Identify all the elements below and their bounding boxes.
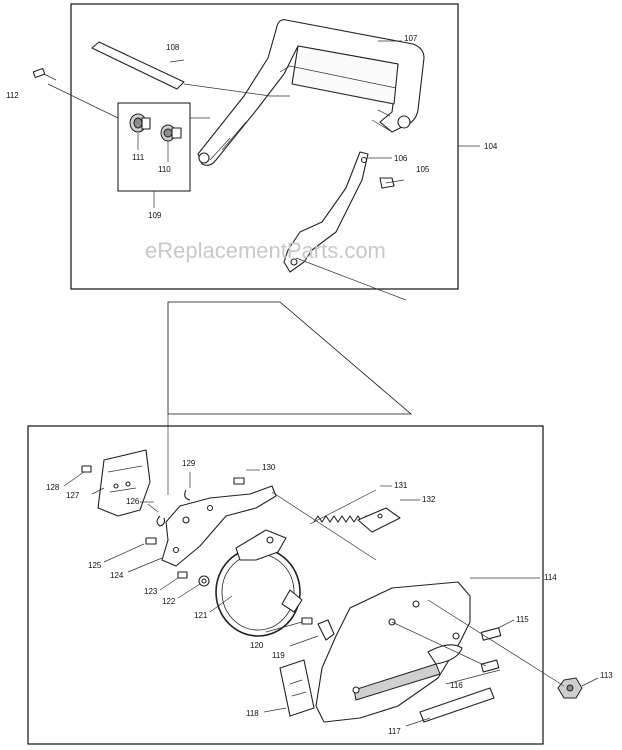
part-107-front-handle xyxy=(197,19,425,166)
part-121-brake-band xyxy=(215,529,303,637)
top-assembly-frame xyxy=(70,3,459,290)
part-119-adjuster xyxy=(317,619,335,641)
callout-128: 128 xyxy=(46,483,60,492)
callout-117: 117 xyxy=(388,727,401,736)
callout-129: 129 xyxy=(182,459,196,468)
callout-114: 114 xyxy=(544,573,557,582)
part-130-screw xyxy=(233,477,245,485)
part-132-plate xyxy=(357,507,401,533)
callout-112: 112 xyxy=(6,91,19,100)
callout-106: 106 xyxy=(394,154,408,163)
callout-115: 115 xyxy=(516,615,529,624)
callout-111: 111 xyxy=(132,153,145,162)
part-127-guide-plate xyxy=(97,449,151,517)
part-124-chain-brake-plate xyxy=(161,485,277,567)
part-126-circlip xyxy=(156,515,166,527)
part-110-bushing xyxy=(160,124,182,142)
watermark-text: eReplacementParts.com xyxy=(145,238,386,263)
part-122-washer xyxy=(198,575,210,587)
part-112-screw xyxy=(32,67,57,81)
callout-118: 118 xyxy=(246,709,259,718)
callout-125: 125 xyxy=(88,561,102,570)
callout-123: 123 xyxy=(144,587,158,596)
part-108-strip xyxy=(91,41,185,90)
part-111-bushing xyxy=(129,113,151,133)
part-105-screw xyxy=(379,177,405,189)
callout-108: 108 xyxy=(166,43,180,52)
connector-panel xyxy=(167,301,413,415)
callout-131: 131 xyxy=(394,481,408,490)
callout-126: 126 xyxy=(126,497,140,506)
part-118-plate xyxy=(279,659,315,717)
part-115-stud xyxy=(480,627,502,641)
callout-124: 124 xyxy=(110,571,124,580)
bottom-leader-lines xyxy=(91,469,599,727)
callout-110: 110 xyxy=(158,165,171,174)
callout-127: 127 xyxy=(66,491,80,500)
part-128-screw xyxy=(63,465,92,487)
callout-122: 122 xyxy=(162,597,176,606)
subgroup-109-box xyxy=(117,102,191,192)
callout-105: 105 xyxy=(416,165,430,174)
part-125-screw xyxy=(145,537,157,545)
callout-132: 132 xyxy=(422,495,436,504)
part-120-screw xyxy=(301,617,313,625)
callout-107: 107 xyxy=(404,34,418,43)
callout-104: 104 xyxy=(484,142,498,151)
part-106-bracket xyxy=(283,151,369,273)
part-117-strip xyxy=(419,687,495,723)
part-123-screw xyxy=(177,571,188,579)
part-114-sprocket-cover xyxy=(315,581,471,723)
callout-116: 116 xyxy=(450,681,463,690)
bottom-assembly-frame xyxy=(27,425,544,745)
callout-109: 109 xyxy=(148,211,162,220)
part-113-nut xyxy=(557,677,583,699)
callout-130: 130 xyxy=(262,463,276,472)
callout-120: 120 xyxy=(250,641,264,650)
part-116-stud xyxy=(480,659,500,673)
top-leader-lines xyxy=(47,40,480,301)
callout-119: 119 xyxy=(272,651,285,660)
callout-121: 121 xyxy=(194,611,208,620)
callout-113: 113 xyxy=(600,671,613,680)
part-129-clip xyxy=(184,489,191,501)
